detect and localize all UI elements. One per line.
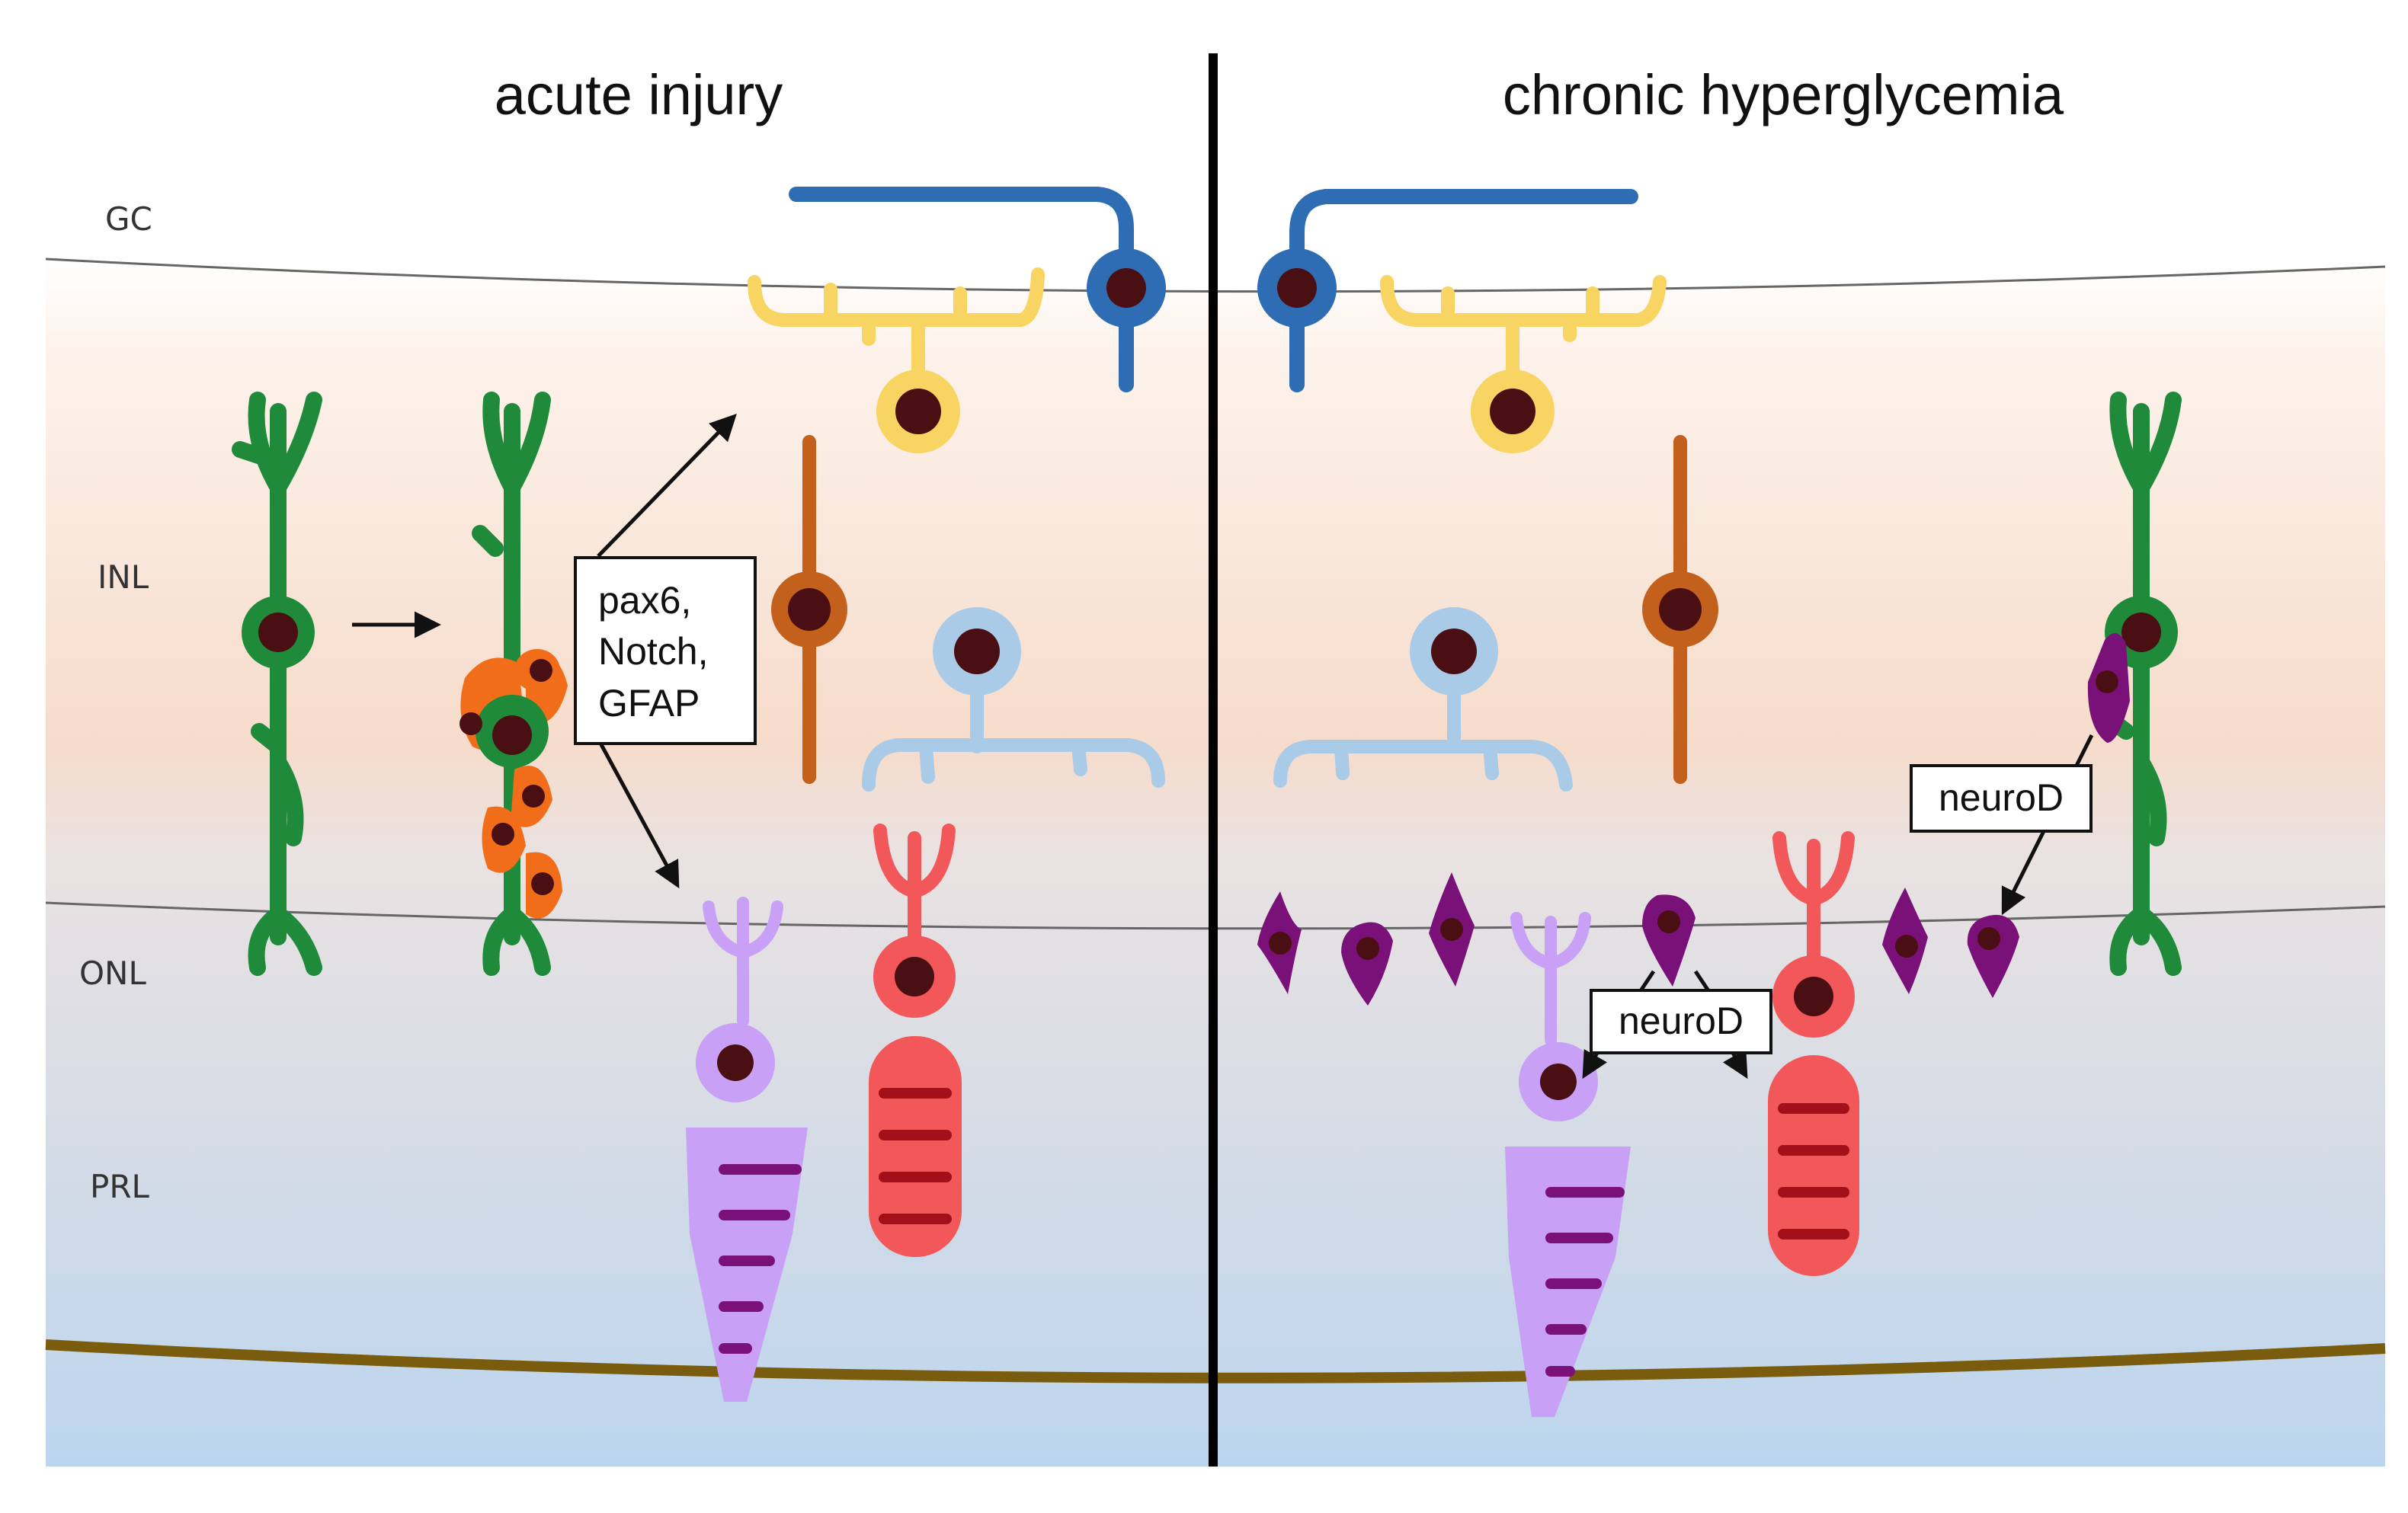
layer-label-prl: PRL	[90, 1168, 150, 1205]
ganglion-cell-right	[1257, 189, 1638, 392]
neurod-box-upper: neuroD	[1910, 764, 2093, 833]
precursor-1	[1257, 891, 1302, 994]
neurod-lower-label: neuroD	[1619, 1000, 1744, 1042]
precursor-6	[1967, 914, 2019, 998]
neurod-precursor-row	[1257, 872, 2019, 1006]
bipolar-cell-right	[1642, 435, 1718, 784]
arrow-to-inner-neurons	[597, 413, 737, 558]
arrow-to-photoreceptors	[596, 737, 680, 889]
rod-photoreceptor-right	[1505, 912, 1631, 1417]
precursor-4	[1642, 894, 1696, 987]
factors-box: pax6, Notch, GFAP	[574, 556, 757, 745]
neurod-precursor-on-glia	[2087, 633, 2130, 743]
factors-line-2: Notch,	[598, 630, 709, 673]
precursor-3	[1429, 872, 1475, 987]
muller-glia-resting	[232, 392, 322, 976]
neurod-box-lower: neuroD	[1590, 989, 1772, 1054]
bipolar-cell-left	[771, 435, 847, 784]
amacrine-cell-right	[1380, 275, 1667, 453]
right-panel-title: chronic hyperglycemia	[1503, 63, 2064, 126]
cone-photoreceptor-left	[869, 824, 962, 1257]
factors-line-3: GFAP	[598, 682, 700, 725]
ganglion-cell-left	[789, 187, 1166, 392]
factors-line-1: pax6,	[598, 579, 691, 622]
horizontal-cell-left	[862, 607, 1165, 792]
amacrine-cell-left	[748, 267, 1045, 453]
layer-label-onl: ONL	[79, 955, 146, 992]
precursor-2	[1341, 922, 1393, 1006]
neurod-upper-label: neuroD	[1939, 776, 2064, 819]
rod-photoreceptor-left	[686, 897, 808, 1402]
layer-label-gc: GC	[105, 200, 152, 238]
cone-photoreceptor-right	[1768, 831, 1859, 1276]
progenitor-cluster	[460, 649, 568, 919]
horizontal-cell-right	[1273, 607, 1573, 792]
left-panel-title: acute injury	[495, 63, 783, 126]
precursor-5	[1882, 888, 1928, 994]
layer-label-inl: INL	[98, 558, 149, 596]
